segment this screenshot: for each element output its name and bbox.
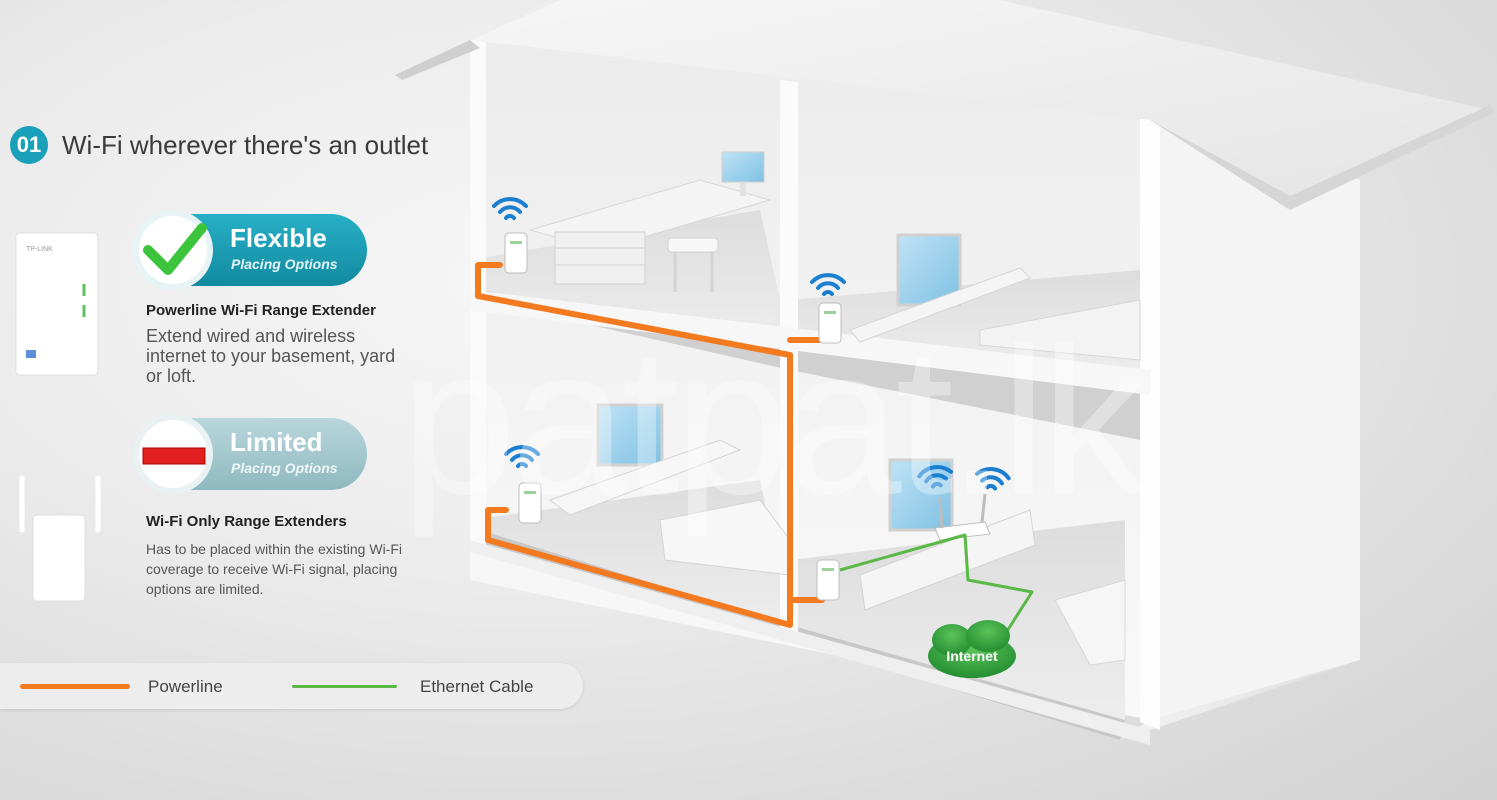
internet-cloud-icon: Internet	[928, 620, 1016, 678]
flexible-description-line: internet to your basement, yard	[146, 346, 396, 366]
limited-bar-icon	[142, 447, 206, 465]
legend: Powerline Ethernet Cable	[0, 663, 583, 709]
flexible-product-title: Powerline Wi-Fi Range Extender	[146, 302, 376, 319]
flexible-badge-title: Flexible	[230, 223, 327, 253]
legend-powerline-swatch	[20, 684, 130, 689]
device-brand: TP-LINK	[26, 246, 53, 253]
limited-badge: Limited Placing Options	[133, 414, 367, 494]
section-number: 01	[10, 126, 48, 164]
powerline-extender-image: TP-LINK	[15, 232, 99, 376]
legend-powerline-label: Powerline	[148, 677, 223, 696]
limited-description: Has to be placed within the existing Wi-…	[146, 539, 402, 599]
legend-ethernet-swatch	[292, 685, 397, 688]
limited-product-title: Wi-Fi Only Range Extenders	[146, 513, 347, 530]
flexible-badge-subtitle: Placing Options	[231, 256, 338, 272]
watermark: patpat.lk	[400, 303, 1146, 538]
wifi-extender-image	[19, 475, 101, 602]
limited-description-line: coverage to receive Wi-Fi signal, placin…	[146, 561, 398, 577]
limited-badge-subtitle: Placing Options	[231, 460, 338, 476]
limited-description-line: options are limited.	[146, 581, 264, 597]
checkmark-icon	[143, 223, 207, 275]
section-heading: 01 Wi-Fi wherever there's an outlet	[10, 126, 428, 164]
section-title: Wi-Fi wherever there's an outlet	[62, 129, 429, 160]
flexible-badge: Flexible Placing Options	[133, 210, 367, 290]
limited-description-line: Has to be placed within the existing Wi-…	[146, 541, 402, 557]
internet-cloud-label: Internet	[946, 648, 998, 664]
flexible-description: Extend wired and wireless internet to yo…	[146, 326, 395, 386]
limited-badge-title: Limited	[230, 427, 322, 457]
flexible-description-line: Extend wired and wireless	[146, 326, 356, 346]
legend-ethernet-label: Ethernet Cable	[420, 677, 534, 696]
flexible-description-line: or loft.	[146, 366, 197, 386]
